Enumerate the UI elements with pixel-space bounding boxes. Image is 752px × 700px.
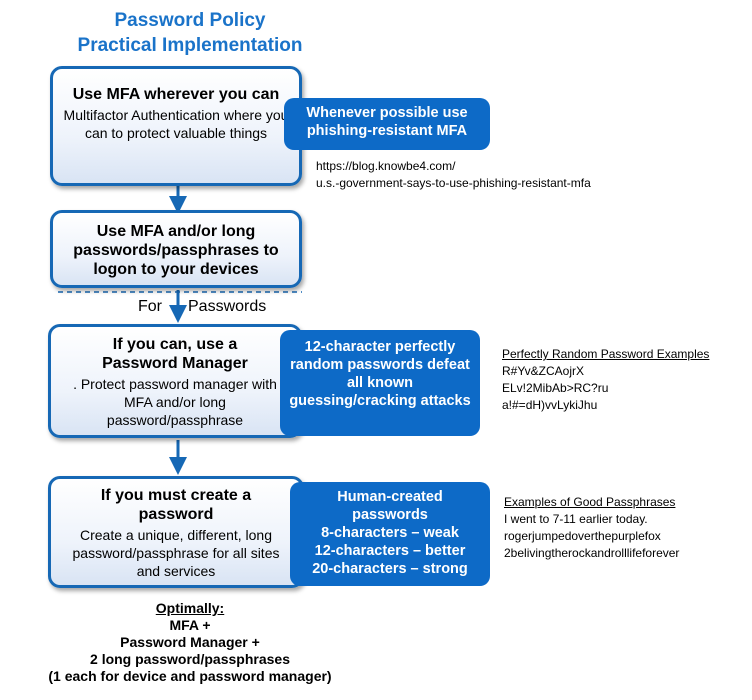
step-use-mfa-body: Multifactor Authentication where you can…	[63, 107, 289, 141]
step-password-manager-body: . Protect password manager with MFA and/…	[73, 376, 277, 428]
callout-random-passwords-text: 12-character perfectly random passwords …	[289, 339, 471, 409]
random-password-examples: Perfectly Random Password Examples R#Yv&…	[502, 346, 709, 414]
passwords-label: Passwords	[188, 298, 267, 315]
optimally-line-3: 2 long password/passphrases	[90, 651, 290, 667]
callout-phishing-resistant-mfa-text: Whenever possible use phishing-resistant…	[306, 105, 468, 139]
random-example-item: ELv!2MibAb>RC?ru	[502, 381, 609, 395]
title-line-2: Practical Implementation	[77, 35, 303, 56]
step-create-password-heading: If you must create a password	[100, 487, 252, 523]
optimally-heading: Optimally:	[155, 600, 225, 616]
reference-link-line-1[interactable]: https://blog.knowbe4.com/	[316, 159, 456, 173]
passphrase-examples-heading: Examples of Good Passphrases	[504, 495, 676, 509]
step-create-password: If you must create a password Create a u…	[48, 476, 304, 588]
optimally-line-1: MFA +	[169, 617, 211, 633]
callout-phishing-resistant-mfa: Whenever possible use phishing-resistant…	[284, 98, 490, 150]
human-created-line-2: passwords	[352, 507, 428, 523]
page-title: Password Policy Practical Implementation	[40, 8, 340, 58]
step-mfa-long-passwords: Use MFA and/or long passwords/passphrase…	[50, 210, 302, 288]
passphrase-examples: Examples of Good Passphrases I went to 7…	[504, 494, 679, 562]
step-password-manager-heading: If you can, use a Password Manager	[102, 336, 248, 372]
random-example-item: R#Yv&ZCAojrX	[502, 364, 585, 378]
passphrase-example-item: rogerjumpedoverthepurplefox	[504, 529, 661, 543]
optimally-summary: Optimally: MFA + Password Manager + 2 lo…	[20, 600, 360, 685]
random-examples-heading: Perfectly Random Password Examples	[502, 347, 710, 361]
callout-random-passwords: 12-character perfectly random passwords …	[280, 330, 480, 436]
human-created-line-3: 8-characters – weak	[321, 525, 459, 541]
step-use-mfa: Use MFA wherever you can Multifactor Aut…	[50, 66, 302, 186]
callout-human-created-passwords: Human-created passwords 8-characters – w…	[290, 482, 490, 586]
for-label: For	[138, 298, 162, 315]
human-created-line-4: 12-characters – better	[314, 543, 466, 559]
human-created-line-1: Human-created	[337, 489, 443, 505]
human-created-line-5: 20-characters – strong	[312, 561, 468, 577]
reference-link-line-2[interactable]: u.s.-government-says-to-use-phishing-res…	[316, 176, 591, 190]
step-password-manager: If you can, use a Password Manager . Pro…	[48, 324, 302, 438]
step-create-password-body: Create a unique, different, long passwor…	[72, 527, 280, 579]
random-example-item: a!#=dH)vvLykiJhu	[502, 398, 598, 412]
optimally-line-4: (1 each for device and password manager)	[48, 668, 332, 684]
step-mfa-long-passwords-heading: Use MFA and/or long passwords/passphrase…	[73, 223, 279, 278]
passphrase-example-item: 2belivingtherockandrolllifeforever	[504, 546, 680, 560]
optimally-line-2: Password Manager +	[120, 634, 260, 650]
title-line-1: Password Policy	[114, 10, 266, 31]
reference-link[interactable]: https://blog.knowbe4.com/ u.s.-governmen…	[316, 158, 591, 192]
passphrase-example-item: I went to 7-11 earlier today.	[504, 512, 648, 526]
step-use-mfa-heading: Use MFA wherever you can	[72, 86, 280, 103]
